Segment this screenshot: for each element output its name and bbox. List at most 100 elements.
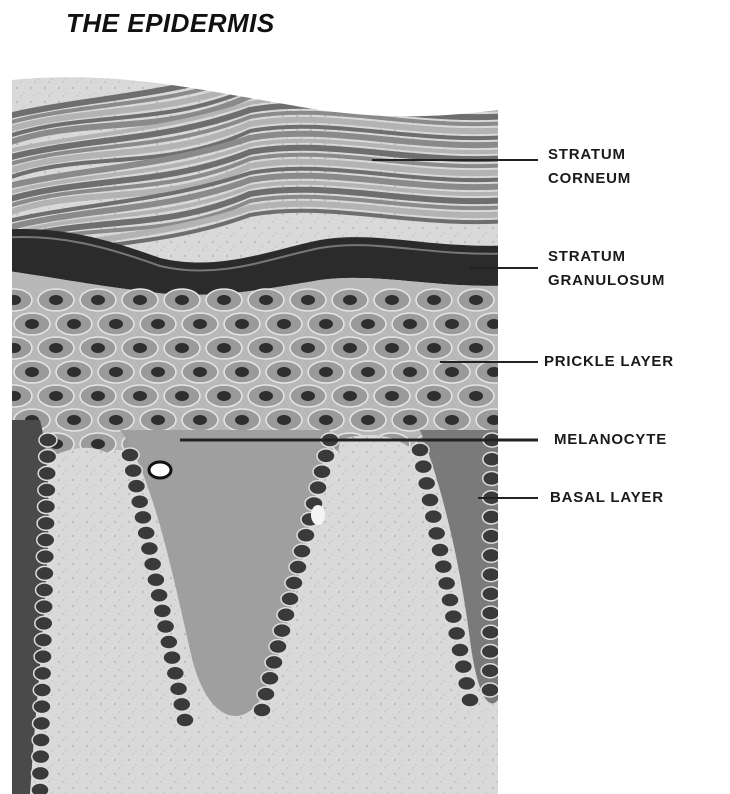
cell-nucleus <box>25 319 39 329</box>
basal-cell <box>33 716 51 730</box>
label-stratum-granulosum-line2: GRANULOSUM <box>548 269 665 293</box>
cell-nucleus <box>151 367 165 377</box>
basal-cell <box>482 587 500 601</box>
cell-nucleus <box>319 367 333 377</box>
basal-cell <box>157 619 175 633</box>
basal-cell <box>265 655 283 669</box>
cell-nucleus <box>109 415 123 425</box>
basal-cell <box>317 449 335 463</box>
basal-cell <box>170 682 188 696</box>
cell-nucleus <box>49 391 63 401</box>
basal-cell <box>38 466 56 480</box>
basal-cell <box>124 464 142 478</box>
cell-nucleus <box>49 295 63 305</box>
basal-cell <box>411 443 429 457</box>
cell-nucleus <box>343 391 357 401</box>
basal-cell <box>482 568 500 582</box>
basal-cell <box>31 783 49 794</box>
cell-nucleus <box>91 439 105 449</box>
basal-cell <box>36 550 54 564</box>
label-stratum-granulosum: STRATUM GRANULOSUM <box>548 245 665 293</box>
cell-nucleus <box>7 295 21 305</box>
basal-cell <box>35 616 53 630</box>
basal-cell <box>481 625 499 639</box>
label-stratum-granulosum-line1: STRATUM <box>548 245 665 269</box>
cell-nucleus <box>445 415 459 425</box>
basal-cell <box>176 713 194 727</box>
cell-nucleus <box>487 415 501 425</box>
basal-cell <box>461 693 479 707</box>
cell-nucleus <box>175 391 189 401</box>
basal-cell <box>37 516 55 530</box>
basal-cell <box>309 481 327 495</box>
cell-nucleus <box>277 415 291 425</box>
basal-cell <box>35 600 53 614</box>
cell-nucleus <box>175 295 189 305</box>
cell-nucleus <box>67 367 81 377</box>
basal-cell <box>140 542 158 556</box>
label-stratum-corneum-line1: STRATUM <box>548 143 631 167</box>
cell-nucleus <box>343 295 357 305</box>
cell-nucleus <box>487 319 501 329</box>
cell-nucleus <box>361 319 375 329</box>
cell-nucleus <box>217 391 231 401</box>
cell-nucleus <box>109 367 123 377</box>
cell-nucleus <box>427 343 441 353</box>
cell-nucleus <box>7 391 21 401</box>
basal-cell <box>458 676 476 690</box>
cell-nucleus <box>445 367 459 377</box>
basal-cell <box>137 526 155 540</box>
basal-cell <box>37 533 55 547</box>
cell-nucleus <box>385 295 399 305</box>
basal-cell <box>482 510 500 524</box>
cell-nucleus <box>427 295 441 305</box>
cell-nucleus <box>193 367 207 377</box>
label-stratum-corneum-line2: CORNEUM <box>548 167 631 191</box>
basal-cell <box>34 666 52 680</box>
cell-nucleus <box>301 343 315 353</box>
cell-nucleus <box>469 295 483 305</box>
cell-nucleus <box>193 319 207 329</box>
cell-nucleus <box>403 415 417 425</box>
basal-cell <box>257 687 275 701</box>
cell-nucleus <box>403 319 417 329</box>
cell-nucleus <box>133 343 147 353</box>
cell-nucleus <box>487 367 501 377</box>
cell-nucleus <box>277 367 291 377</box>
basal-cell <box>438 576 456 590</box>
cell-nucleus <box>301 295 315 305</box>
cell-nucleus <box>469 391 483 401</box>
cell-nucleus <box>319 319 333 329</box>
basal-cell <box>451 643 469 657</box>
cell-nucleus <box>361 415 375 425</box>
tissue-section <box>0 60 520 794</box>
cell-nucleus <box>277 319 291 329</box>
cell-nucleus <box>385 391 399 401</box>
cell-nucleus <box>151 319 165 329</box>
cell-nucleus <box>193 415 207 425</box>
cell-nucleus <box>25 367 39 377</box>
basal-cell <box>273 624 291 638</box>
cell-nucleus <box>91 391 105 401</box>
basal-cell <box>483 471 501 485</box>
basal-cell <box>431 543 449 557</box>
basal-cell <box>285 576 303 590</box>
basal-cell <box>34 633 52 647</box>
cell-nucleus <box>259 343 273 353</box>
basal-cell <box>261 671 279 685</box>
basal-cell <box>144 557 162 571</box>
cell-nucleus <box>259 295 273 305</box>
basal-cell <box>482 606 500 620</box>
basal-cell <box>163 651 181 665</box>
basal-cell <box>313 465 331 479</box>
cell-nucleus <box>91 295 105 305</box>
basal-cell <box>482 529 500 543</box>
basal-cell <box>293 544 311 558</box>
basal-cell <box>39 433 57 447</box>
basal-cell <box>414 460 432 474</box>
basal-cell <box>36 566 54 580</box>
cell-nucleus <box>235 319 249 329</box>
basal-cell <box>434 560 452 574</box>
basal-cell <box>421 493 439 507</box>
cell-nucleus <box>133 295 147 305</box>
